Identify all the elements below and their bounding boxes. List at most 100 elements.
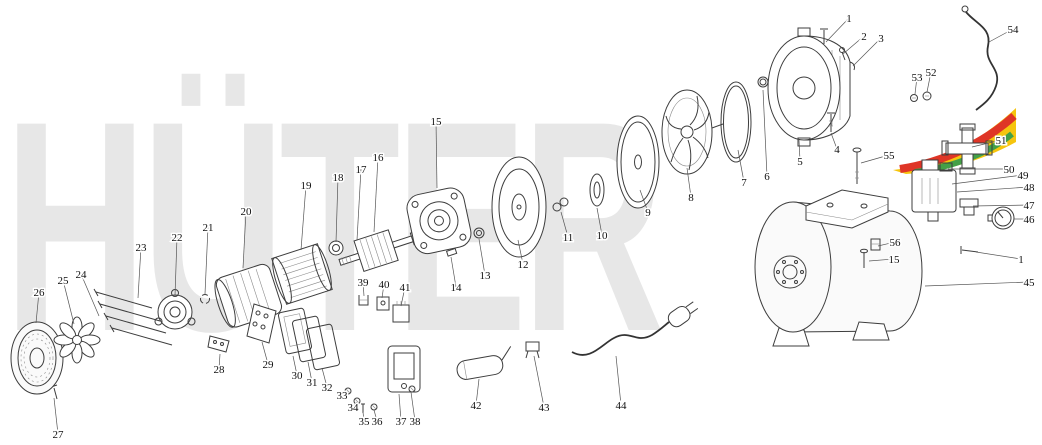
leader-line-18 bbox=[335, 176, 339, 243]
part-pump-bracket bbox=[406, 187, 472, 255]
leader-line-15 bbox=[868, 258, 895, 262]
part-label-26: 26 bbox=[34, 287, 46, 299]
part-label-30: 30 bbox=[292, 370, 304, 382]
part-label-43: 43 bbox=[539, 402, 551, 414]
leader-line-43 bbox=[533, 355, 545, 408]
part-label-48: 48 bbox=[1024, 182, 1036, 194]
leader-line-42 bbox=[475, 378, 480, 406]
part-label-12: 12 bbox=[518, 259, 529, 271]
brand-watermark: HÜTER bbox=[4, 59, 661, 394]
part-label-38: 38 bbox=[410, 416, 422, 428]
part-label-9: 9 bbox=[645, 207, 651, 219]
leader-line-49 bbox=[951, 174, 1024, 185]
part-label-1: 1 bbox=[846, 13, 852, 25]
part-label-2: 2 bbox=[861, 31, 867, 43]
leader-line-27 bbox=[53, 397, 59, 435]
part-label-50: 50 bbox=[1004, 164, 1016, 176]
part-cord-grommets bbox=[910, 91, 932, 102]
part-fan-cover bbox=[10, 321, 64, 395]
part-label-18: 18 bbox=[333, 172, 345, 184]
part-label-15: 15 bbox=[889, 254, 901, 266]
part-label-33: 33 bbox=[337, 390, 349, 402]
leader-line-12 bbox=[517, 239, 524, 265]
leader-line-9 bbox=[639, 189, 649, 213]
part-label-20: 20 bbox=[241, 206, 253, 218]
part-label-29: 29 bbox=[263, 359, 275, 371]
part-label-54: 54 bbox=[1008, 24, 1020, 36]
leader-line-44 bbox=[615, 355, 622, 406]
leader-line-30 bbox=[292, 355, 298, 376]
part-label-55: 55 bbox=[884, 150, 896, 162]
part-label-35: 35 bbox=[359, 416, 371, 428]
leader-line-38 bbox=[410, 391, 416, 422]
part-label-45: 45 bbox=[1024, 277, 1036, 289]
part-terminal-plate bbox=[246, 303, 277, 344]
part-label-3: 3 bbox=[878, 33, 884, 45]
part-label-21: 21 bbox=[203, 222, 214, 234]
part-label-40: 40 bbox=[379, 279, 391, 291]
leader-line-19 bbox=[300, 184, 307, 251]
part-label-1: 1 bbox=[1018, 254, 1024, 266]
leader-line-7 bbox=[737, 149, 745, 183]
leader-line-26 bbox=[35, 291, 40, 324]
leader-line-36 bbox=[373, 409, 378, 422]
part-label-24: 24 bbox=[76, 269, 88, 281]
part-label-51: 51 bbox=[996, 135, 1007, 147]
leader-line-15 bbox=[435, 120, 438, 189]
leader-line-47 bbox=[972, 204, 1030, 207]
part-disc bbox=[616, 115, 660, 209]
leader-line-24 bbox=[80, 273, 100, 317]
leader-line-4 bbox=[830, 132, 838, 150]
part-label-53: 53 bbox=[912, 72, 924, 84]
part-label-31: 31 bbox=[307, 377, 318, 389]
leader-line-13 bbox=[478, 238, 486, 276]
leader-line-2 bbox=[842, 35, 865, 55]
part-washer bbox=[473, 227, 485, 239]
leader-line-1 bbox=[825, 17, 850, 43]
leader-line-45 bbox=[924, 281, 1030, 287]
part-capacitor bbox=[456, 346, 512, 380]
leader-line-1 bbox=[975, 251, 1022, 260]
part-small-block bbox=[376, 296, 390, 311]
leader-line-40 bbox=[381, 283, 385, 299]
part-label-14: 14 bbox=[451, 282, 463, 294]
part-label-15: 15 bbox=[431, 116, 443, 128]
leader-line-25 bbox=[62, 279, 75, 325]
part-bearing bbox=[328, 240, 344, 256]
part-label-56: 56 bbox=[890, 237, 902, 249]
part-label-4: 4 bbox=[834, 144, 840, 156]
leader-line-14 bbox=[450, 256, 457, 288]
leader-line-6 bbox=[762, 89, 768, 177]
leader-line-55 bbox=[860, 154, 890, 164]
part-box-cover bbox=[387, 345, 421, 393]
part-shaft-key bbox=[445, 247, 458, 257]
part-long-bolt bbox=[852, 147, 862, 184]
part-label-7: 7 bbox=[741, 177, 747, 189]
leader-line-8 bbox=[686, 167, 692, 198]
part-label-37: 37 bbox=[396, 416, 408, 428]
part-power-cable bbox=[571, 301, 699, 356]
leader-line-41 bbox=[400, 286, 406, 307]
part-label-41: 41 bbox=[400, 282, 411, 294]
leader-line-5 bbox=[798, 139, 801, 162]
leader-line-3 bbox=[852, 37, 882, 67]
part-label-25: 25 bbox=[58, 275, 70, 287]
leader-line-54 bbox=[988, 28, 1014, 43]
leader-line-28 bbox=[218, 353, 221, 370]
leader-line-20 bbox=[242, 210, 247, 269]
leader-line-51 bbox=[971, 139, 1002, 148]
part-label-49: 49 bbox=[1018, 170, 1030, 182]
part-label-52: 52 bbox=[926, 67, 937, 79]
part-label-10: 10 bbox=[597, 230, 609, 242]
leader-line-29 bbox=[261, 341, 269, 365]
part-label-11: 11 bbox=[563, 232, 574, 244]
part-pressure-tank bbox=[754, 189, 923, 347]
part-pressure-switch bbox=[911, 159, 957, 222]
leader-line-22 bbox=[174, 236, 178, 297]
leader-line-35 bbox=[362, 411, 365, 422]
part-spacer bbox=[589, 173, 605, 207]
part-nipple bbox=[870, 238, 881, 251]
leader-line-52 bbox=[926, 71, 932, 93]
